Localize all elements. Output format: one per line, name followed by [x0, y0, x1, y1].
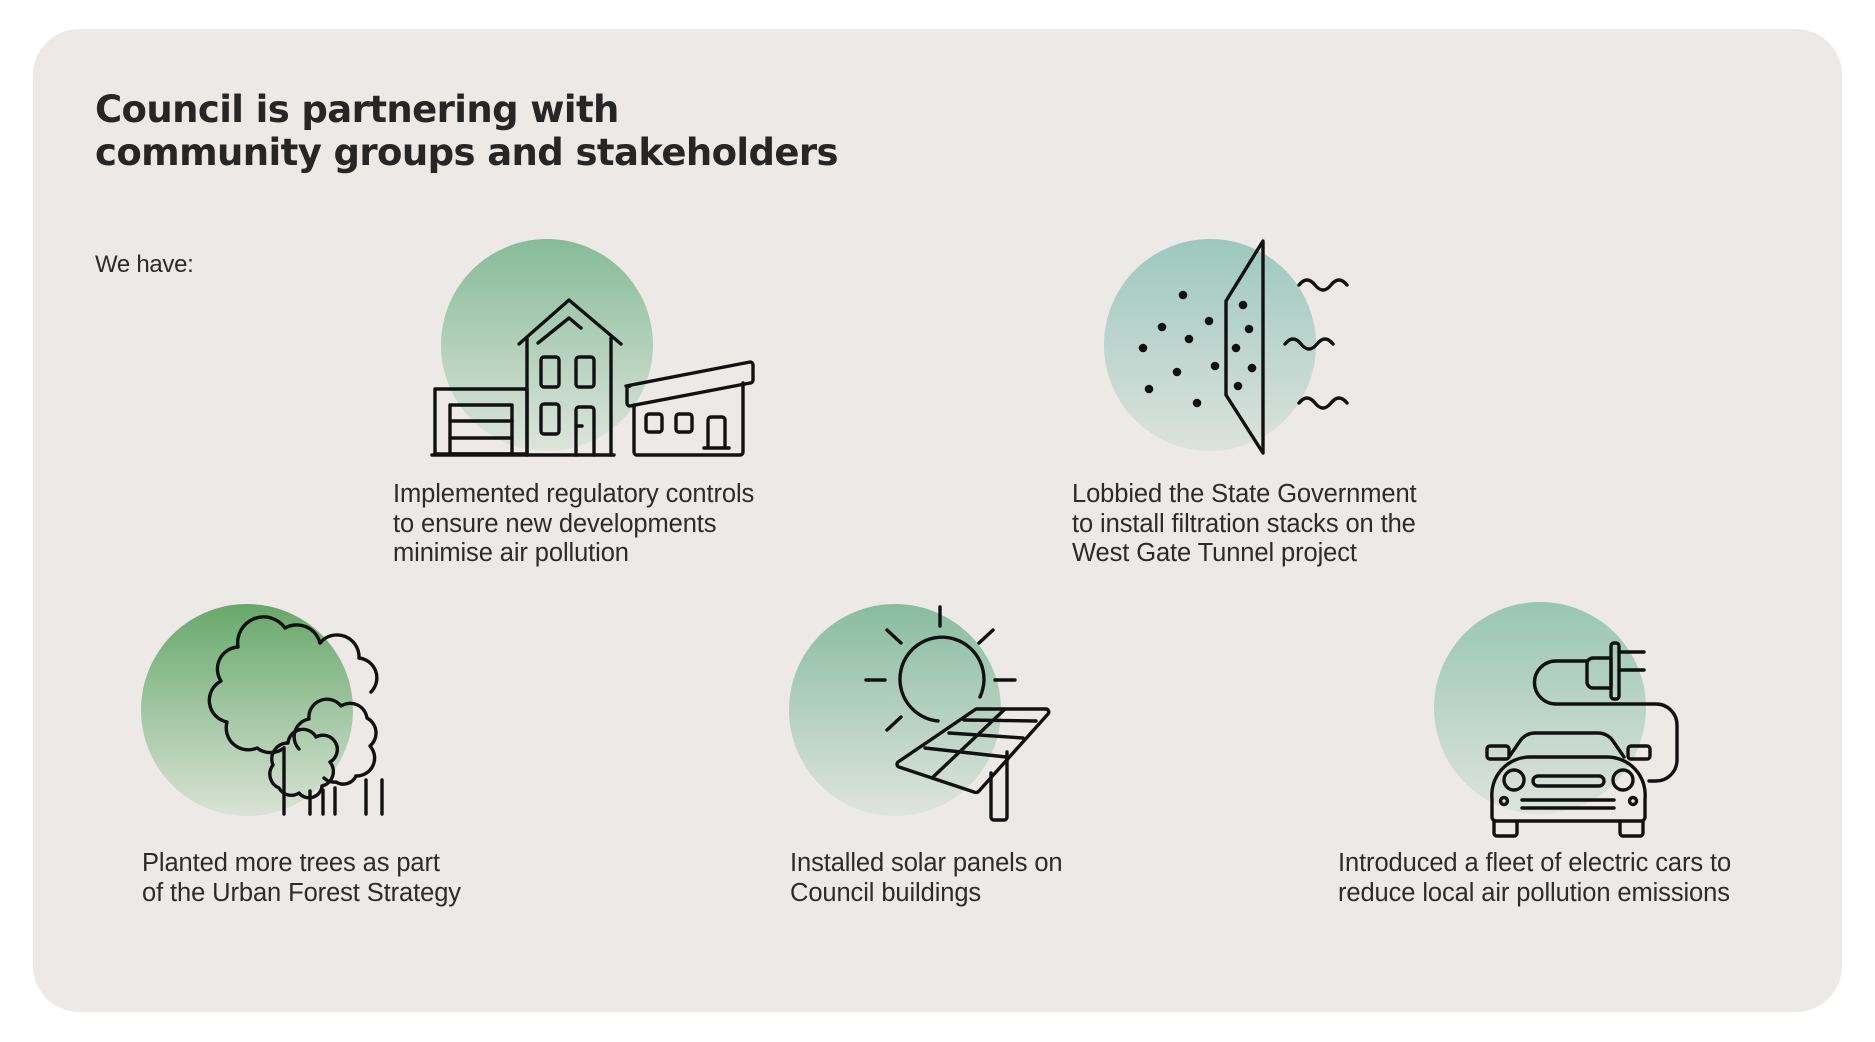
caption-line: to install filtration stacks on the: [1072, 509, 1416, 538]
air-filter-icon: [1104, 239, 1349, 455]
houses-icon: [430, 239, 755, 457]
item-caption-regulatory-controls: Implemented regulatory controls to ensur…: [393, 480, 754, 569]
caption-line: to ensure new developments: [393, 509, 717, 538]
caption-line: minimise air pollution: [393, 539, 629, 567]
item-caption-solar-panels: Installed solar panels on Council buildi…: [790, 849, 1063, 908]
title-line-1: Council is partnering with: [95, 88, 619, 131]
page-title: Council is partnering with community gro…: [95, 88, 839, 174]
caption-line: reduce local air pollution emissions: [1338, 878, 1730, 907]
caption-line: Planted more trees as part: [142, 849, 440, 877]
caption-line: Council buildings: [790, 878, 982, 907]
caption-line: West Gate Tunnel project: [1072, 539, 1357, 567]
solar-panel-icon: [789, 604, 1051, 822]
caption-line: Implemented regulatory controls: [393, 480, 755, 508]
item-caption-filtration-stacks: Lobbied the State Government to install …: [1072, 480, 1417, 569]
title-line-2: community groups and stakeholders: [95, 131, 839, 174]
item-caption-urban-forest: Planted more trees as part of the Urban …: [142, 849, 461, 908]
info-card: [33, 29, 1842, 1012]
caption-line: Installed solar panels on: [790, 849, 1063, 877]
item-caption-electric-cars: Introduced a fleet of electric cars to r…: [1338, 849, 1731, 908]
trees-icon: [141, 604, 384, 816]
electric-car-icon: [1434, 602, 1679, 838]
caption-line: Introduced a fleet of electric cars to: [1338, 849, 1732, 877]
caption-line: Lobbied the State Government: [1072, 480, 1417, 508]
caption-line: of the Urban Forest Strategy: [142, 878, 461, 907]
intro-text: We have:: [95, 251, 194, 278]
